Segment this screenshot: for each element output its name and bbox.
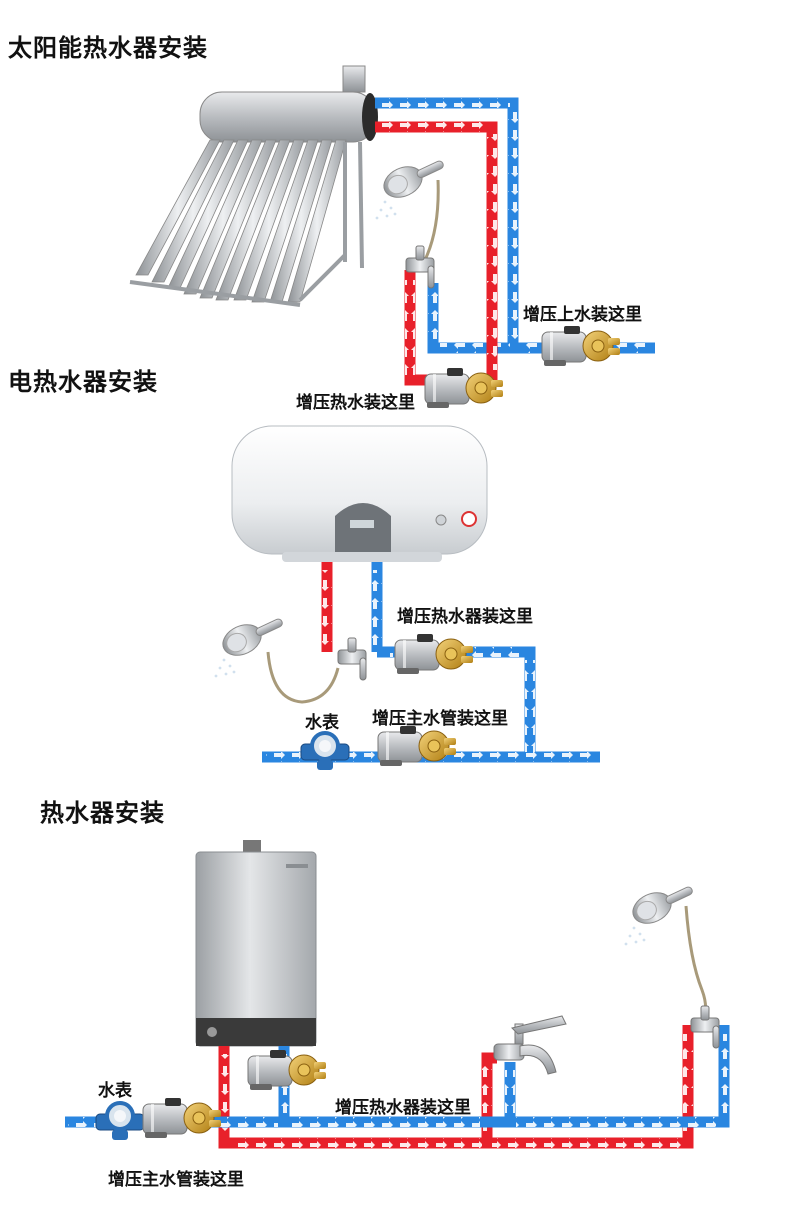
solar-section-title: 太阳能热水器安装 <box>8 34 208 62</box>
solar-cold-booster-pump-icon <box>541 325 621 367</box>
gas-mixing-valve-icon <box>690 1005 720 1049</box>
gas-water-heater-icon <box>195 840 317 1047</box>
electric-water-meter-icon <box>299 731 351 772</box>
electric-mixing-valve-icon <box>337 637 367 681</box>
gas-water-meter-label: 水表 <box>98 1081 132 1101</box>
gas-heater-booster-pump-icon <box>247 1049 327 1091</box>
solar-hot-pump-label: 增压热水装这里 <box>296 393 415 413</box>
electric-water-heater-icon <box>231 425 488 562</box>
solar-shower-head-icon <box>375 150 450 263</box>
gas-section-title: 热水器安装 <box>40 799 165 827</box>
electric-hot-pipe <box>321 562 333 652</box>
electric-shower-head-icon <box>214 608 340 704</box>
gas-main-pump-label: 增压主水管装这里 <box>108 1170 244 1190</box>
gas-shower-head-icon <box>624 876 708 1019</box>
gas-heater-pump-label: 增压热水器装这里 <box>335 1098 471 1118</box>
electric-water-meter-label: 水表 <box>305 713 339 733</box>
gas-water-meter-icon <box>94 1101 146 1142</box>
electric-heater-pump-label: 增压热水器装这里 <box>397 607 533 627</box>
gas-main-booster-pump-icon <box>142 1097 222 1139</box>
gas-faucet-icon <box>493 1015 567 1075</box>
electric-heater-booster-pump-icon <box>394 633 474 675</box>
electric-section-title: 电热水器安装 <box>8 368 158 396</box>
gas-hot-pipe <box>218 1025 694 1149</box>
electric-main-pump-label: 增压主水管装这里 <box>372 709 508 729</box>
solar-cold-pump-label: 增压上水装这里 <box>523 305 642 325</box>
solar-water-heater-icon <box>129 65 378 307</box>
